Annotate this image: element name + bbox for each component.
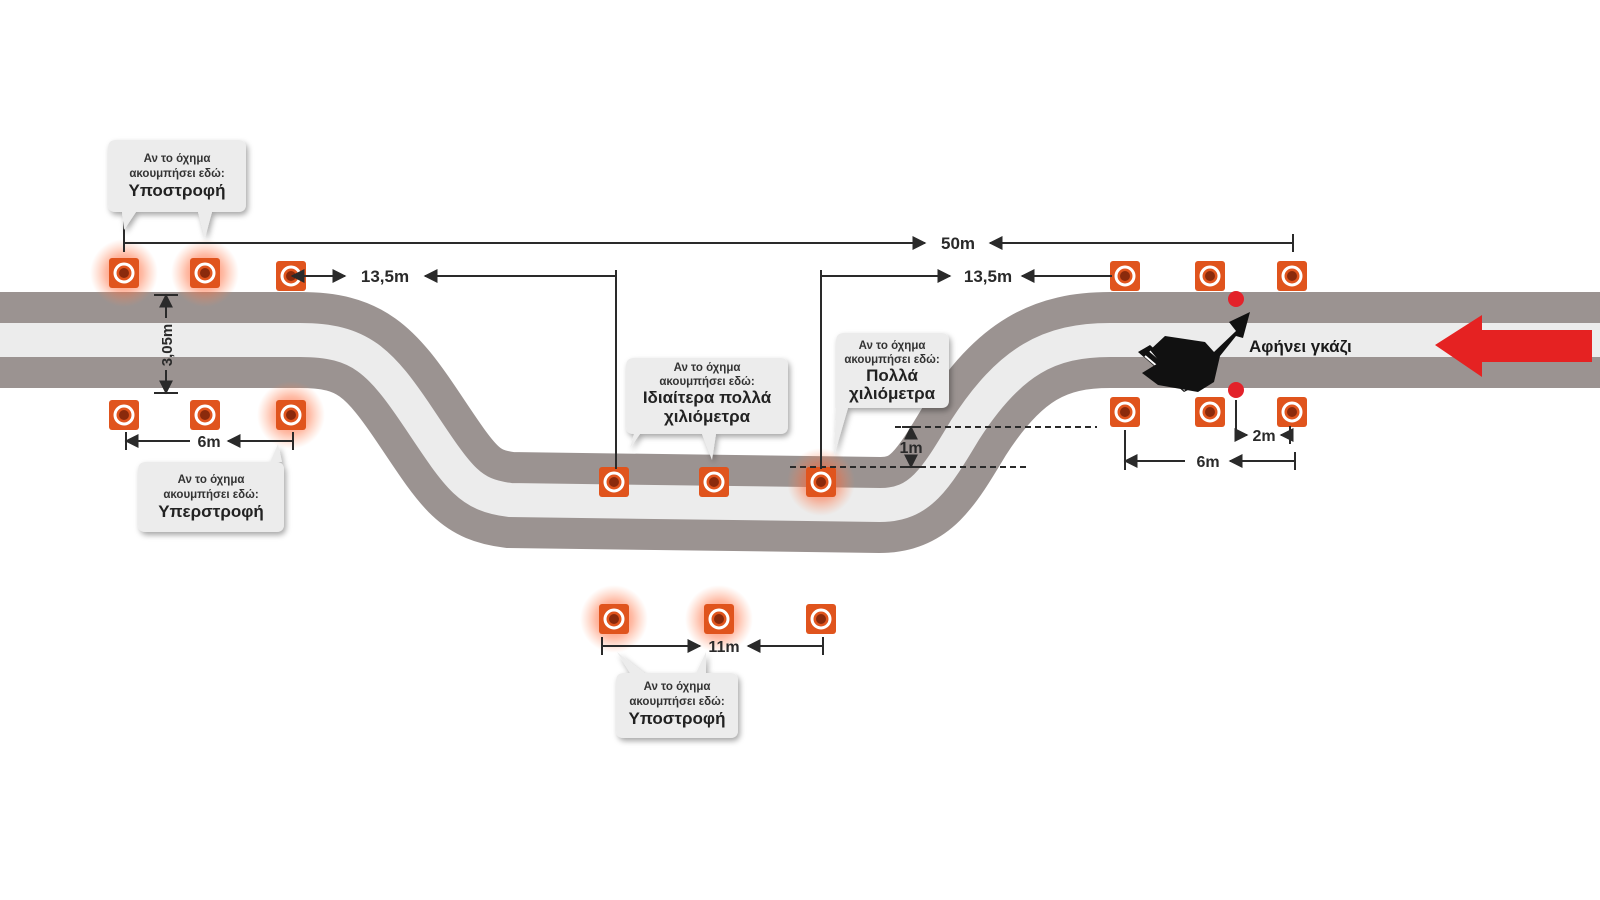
direction-arrow-icon: [1435, 315, 1592, 377]
dimension-lines: [123, 215, 1296, 655]
callout-middle-line2: ακουμπήσει εδώ:: [659, 376, 754, 388]
bottom-gate-spacing-label: 11m: [708, 639, 739, 656]
lane-width-label: 3,05m: [159, 324, 176, 367]
callout-bottom-line2: ακουμπήσει εδώ:: [629, 696, 724, 708]
callout-bottom-line1: Αν το όχημα: [644, 681, 711, 693]
callout-top-left-line1: Αν το όχημα: [144, 153, 211, 165]
callout-left-bottom-line1: Αν το όχημα: [178, 474, 245, 486]
callout-middle-right-line2: ακουμπήσει εδώ:: [844, 354, 939, 366]
callout-middle: [626, 358, 788, 460]
traffic-cone-icon: [699, 467, 729, 497]
action-label: Αφήνει γκάζι: [1249, 337, 1352, 356]
road: [0, 292, 1600, 554]
brake-point-label: 2m: [1252, 428, 1275, 445]
callout-middle-line1: Αν το όχημα: [674, 362, 741, 374]
traffic-cone-icon: [1110, 397, 1140, 427]
traffic-cone-icon: [109, 400, 139, 430]
traffic-cone-icon: [109, 258, 139, 288]
traffic-cone-icon: [190, 258, 220, 288]
lateral-shift-label: 1m: [899, 440, 922, 457]
traffic-cone-icon: [1110, 261, 1140, 291]
traffic-cone-icon: [704, 604, 734, 634]
traffic-cone-icon: [1195, 397, 1225, 427]
callout-middle-right-line1: Αν το όχημα: [859, 340, 926, 352]
callout-top-left-line2: ακουμπήσει εδώ:: [129, 168, 224, 180]
traffic-cone-icon: [190, 400, 220, 430]
car-icon: [1138, 312, 1250, 392]
traffic-cone-icon: [1277, 261, 1307, 291]
callout-left-bottom: [138, 444, 284, 532]
callout-middle-result-line1: Ιδιαίτερα πολλά: [643, 388, 772, 407]
traffic-cone-icon: [599, 467, 629, 497]
right-gate-spacing-label: 6m: [1196, 454, 1219, 471]
left-gate-spacing-label: 6m: [197, 434, 220, 451]
total-length-label: 50m: [941, 234, 975, 253]
traffic-cone-icon: [1195, 261, 1225, 291]
callout-bottom-result: Υποστροφή: [629, 709, 726, 728]
callout-middle-result-line2: χιλιόμετρα: [664, 407, 751, 426]
callout-bottom: [616, 652, 738, 738]
callout-left-bottom-line2: ακουμπήσει εδώ:: [163, 489, 258, 501]
brake-marker-bottom: [1228, 382, 1244, 398]
road-lane: [0, 323, 1600, 523]
traffic-cone-icon: [806, 604, 836, 634]
callout-middle-right: [834, 333, 949, 456]
entry-offset-right-label: 13,5m: [964, 267, 1012, 286]
traffic-cone-icon: [806, 467, 836, 497]
callout-middle-right-result-line1: Πολλά: [866, 366, 918, 385]
traffic-cone-icon: [1277, 397, 1307, 427]
entry-offset-left-label: 13,5m: [361, 267, 409, 286]
cones: [109, 258, 1307, 634]
traffic-cone-icon: [599, 604, 629, 634]
brake-marker-top: [1228, 291, 1244, 307]
dimension-labels: 50m 13,5m 13,5m 3,05m 6m 11m 1m 6m 2m: [159, 234, 1276, 656]
callout-top-left-result: Υποστροφή: [129, 181, 226, 200]
callout-middle-right-result-line2: χιλιόμετρα: [849, 384, 936, 403]
callout-left-bottom-result: Υπερστροφή: [158, 502, 264, 521]
callout-top-left: [108, 140, 246, 238]
traffic-cone-icon: [276, 400, 306, 430]
